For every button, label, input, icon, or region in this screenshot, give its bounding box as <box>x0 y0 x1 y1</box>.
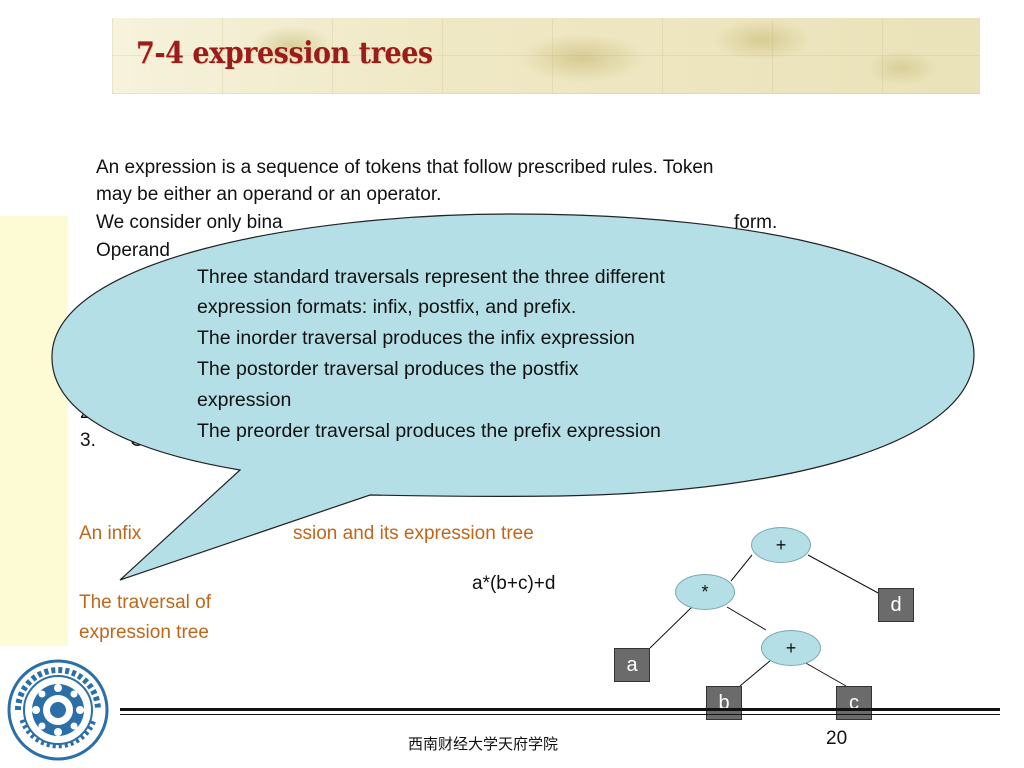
left-strip <box>0 216 68 646</box>
tree-node-plus: + <box>761 630 821 666</box>
callout-line-2: expression formats: infix, postfix, and … <box>197 296 577 318</box>
callout-line-5: expression <box>197 389 292 411</box>
body-line-3: We consider only bina <box>96 212 283 233</box>
expression-text: a*(b+c)+d <box>472 573 556 594</box>
callout-line-4: The postorder traversal produces the pos… <box>197 358 579 380</box>
body-line-3b: form. <box>734 212 778 233</box>
callout-line-1: Three standard traversals represent the … <box>197 266 665 288</box>
tree-leaf-a: a <box>614 648 650 682</box>
body-line-4: Operand <box>96 240 170 261</box>
tree-node-root-plus: + <box>751 527 811 563</box>
caption-infix: An infix <box>79 523 142 544</box>
list-number-3: 3. <box>80 430 96 451</box>
callout-line-6: The preorder traversal produces the pref… <box>197 420 661 442</box>
header-banner <box>112 18 980 94</box>
traversal-line-2: expression tree <box>79 622 209 643</box>
footer-rule <box>120 708 1000 711</box>
body-line-1: An expression is a sequence of tokens th… <box>96 157 714 178</box>
traversal-line-1: The traversal of <box>79 592 211 613</box>
tree-leaf-d: d <box>878 588 914 622</box>
body-line-2: may be either an operand or an operator. <box>96 184 442 205</box>
page-number: 20 <box>826 728 848 749</box>
caption-tree: ssion and its expression tree <box>293 523 534 544</box>
slide-title: 7-4 expression trees <box>136 36 433 71</box>
footer-institution: 西南财经大学天府学院 <box>408 736 559 753</box>
tree-node-times: * <box>675 574 735 610</box>
footer-rule-thin <box>120 714 1000 715</box>
college-seal-icon <box>7 659 109 761</box>
callout-line-3: The inorder traversal produces the infix… <box>197 327 635 349</box>
